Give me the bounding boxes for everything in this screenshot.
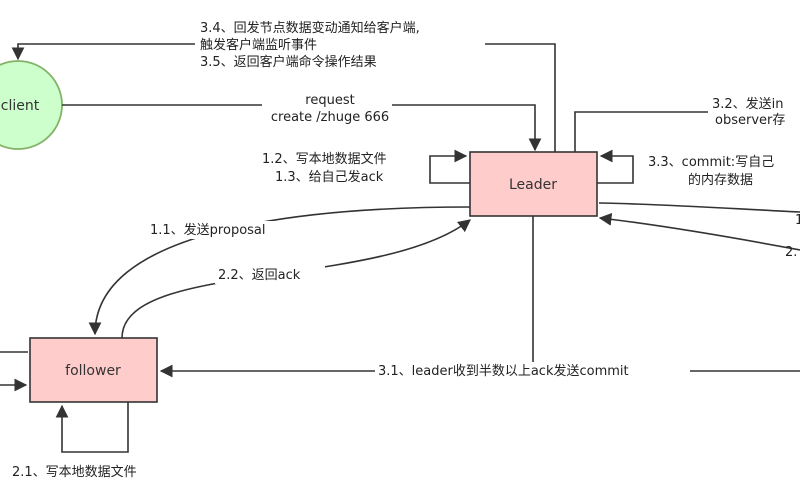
follower-node[interactable]: follower xyxy=(29,337,158,403)
client-label: client xyxy=(1,98,40,114)
notify-label-bg xyxy=(195,18,485,70)
leader-self-commit-loop xyxy=(597,149,634,184)
return-ack-text: 2.2、返回ack xyxy=(218,268,301,283)
write-local-text-line1: 1.2、写本地数据文件 xyxy=(262,152,387,167)
request-text-line2: create /zhuge 666 xyxy=(271,110,389,125)
send-proposal-text: 1.1、发送proposal xyxy=(150,222,266,238)
follower-self-write-loop xyxy=(55,402,129,453)
leader-node[interactable]: Leader xyxy=(469,151,598,217)
leader-self-ack-loop xyxy=(429,149,470,184)
notify-text-line1: 3.4、回发节点数据变动通知给客户端, xyxy=(200,20,420,36)
notify-text-line2: 触发客户端监听事件 xyxy=(200,37,317,53)
commit-text-line1: 3.3、commit:写自己 xyxy=(648,155,774,170)
request-label-bg xyxy=(262,91,392,125)
leader-commit-arrow xyxy=(159,216,534,378)
right-edge-line-1 xyxy=(598,202,800,213)
right-edge-text-1: 1 xyxy=(795,213,800,228)
commit-text-line2: 的内存数据 xyxy=(688,172,753,188)
follower-write-text: 2.1、写本地数据文件 xyxy=(12,465,137,480)
send-observer-text-line2: observer存 xyxy=(715,113,785,128)
return-ack-label-bg xyxy=(215,266,325,284)
leader-label: Leader xyxy=(509,177,557,193)
write-local-text-line2: 1.3、给自己发ack xyxy=(275,169,384,185)
send-observer-text-line1: 3.2、发送in xyxy=(712,96,784,112)
client-node[interactable]: client xyxy=(0,60,63,150)
right-edge-arrow-2 xyxy=(598,212,800,251)
request-arrow xyxy=(62,104,542,152)
right-edge-text-2: 2. xyxy=(785,245,797,260)
request-text-line1: request xyxy=(305,93,354,108)
notify-text-line3: 3.5、返回客户端命令操作结果 xyxy=(200,54,377,70)
follower-label: follower xyxy=(65,363,121,379)
send-proposal-label-bg xyxy=(148,221,296,239)
leader-commit-label-bg xyxy=(375,362,690,380)
send-observer-label-bg xyxy=(708,95,800,129)
leader-commit-text: 3.1、leader收到半数以上ack发送commit xyxy=(378,363,629,379)
